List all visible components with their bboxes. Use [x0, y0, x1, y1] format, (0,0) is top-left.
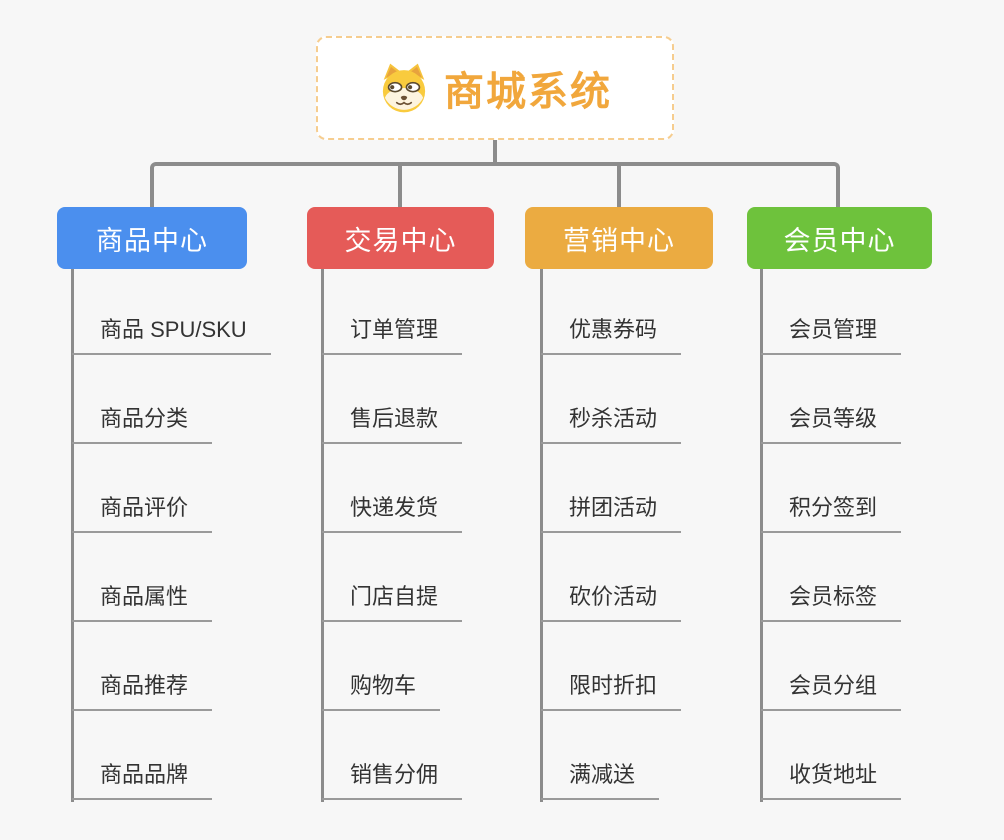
leaf-item[interactable]: 拼团活动	[541, 495, 682, 533]
branch-drop-connector-3	[617, 164, 621, 208]
leaf-item[interactable]: 优惠券码	[541, 317, 682, 355]
leaf-item[interactable]: 销售分佣	[322, 762, 463, 800]
leaf-item[interactable]: 砍价活动	[541, 584, 682, 622]
leaf-item[interactable]: 会员管理	[761, 317, 902, 355]
leaf-item[interactable]: 收货地址	[761, 762, 902, 800]
leaf-item[interactable]: 会员标签	[761, 584, 902, 622]
branch-marketing-center[interactable]: 营销中心	[525, 207, 713, 269]
leaf-item[interactable]: 会员分组	[761, 673, 902, 711]
column-member-center: 会员管理 会员等级 积分签到 会员标签 会员分组 收货地址	[760, 269, 1004, 809]
root-node[interactable]: 商城系统	[316, 36, 674, 140]
column-trade-center: 订单管理 售后退款 快递发货 门店自提 购物车 销售分佣	[321, 269, 571, 809]
column-spine	[540, 269, 543, 802]
leaf-item[interactable]: 售后退款	[322, 406, 463, 444]
column-spine	[760, 269, 763, 802]
leaf-item[interactable]: 满减送	[541, 762, 660, 800]
root-title: 商城系统	[444, 70, 612, 114]
leaf-item[interactable]: 商品属性	[72, 584, 213, 622]
leaf-item[interactable]: 快递发货	[322, 495, 463, 533]
shiba-dog-icon	[382, 63, 426, 113]
leaf-item[interactable]: 商品分类	[72, 406, 213, 444]
leaf-item[interactable]: 限时折扣	[541, 673, 682, 711]
column-product-center: 商品 SPU/SKU 商品分类 商品评价 商品属性 商品推荐 商品品牌	[71, 269, 321, 809]
leaf-item[interactable]: 订单管理	[322, 317, 463, 355]
branch-trade-center[interactable]: 交易中心	[307, 207, 494, 269]
branch-product-center[interactable]: 商品中心	[57, 207, 247, 269]
root-stem-connector	[493, 139, 497, 164]
branch-member-center[interactable]: 会员中心	[747, 207, 932, 269]
branch-drop-connector-2	[398, 164, 402, 208]
leaf-item[interactable]: 商品 SPU/SKU	[72, 317, 271, 355]
leaf-item[interactable]: 购物车	[322, 673, 441, 711]
leaf-item[interactable]: 门店自提	[322, 584, 463, 622]
leaf-item[interactable]: 秒杀活动	[541, 406, 682, 444]
leaf-item[interactable]: 会员等级	[761, 406, 902, 444]
branch-bus-connector	[150, 162, 840, 208]
column-spine	[71, 269, 74, 802]
leaf-item[interactable]: 商品评价	[72, 495, 213, 533]
leaf-item[interactable]: 商品品牌	[72, 762, 213, 800]
leaf-item[interactable]: 积分签到	[761, 495, 902, 533]
column-spine	[321, 269, 324, 802]
column-marketing-center: 优惠券码 秒杀活动 拼团活动 砍价活动 限时折扣 满减送	[540, 269, 790, 809]
leaf-item[interactable]: 商品推荐	[72, 673, 213, 711]
